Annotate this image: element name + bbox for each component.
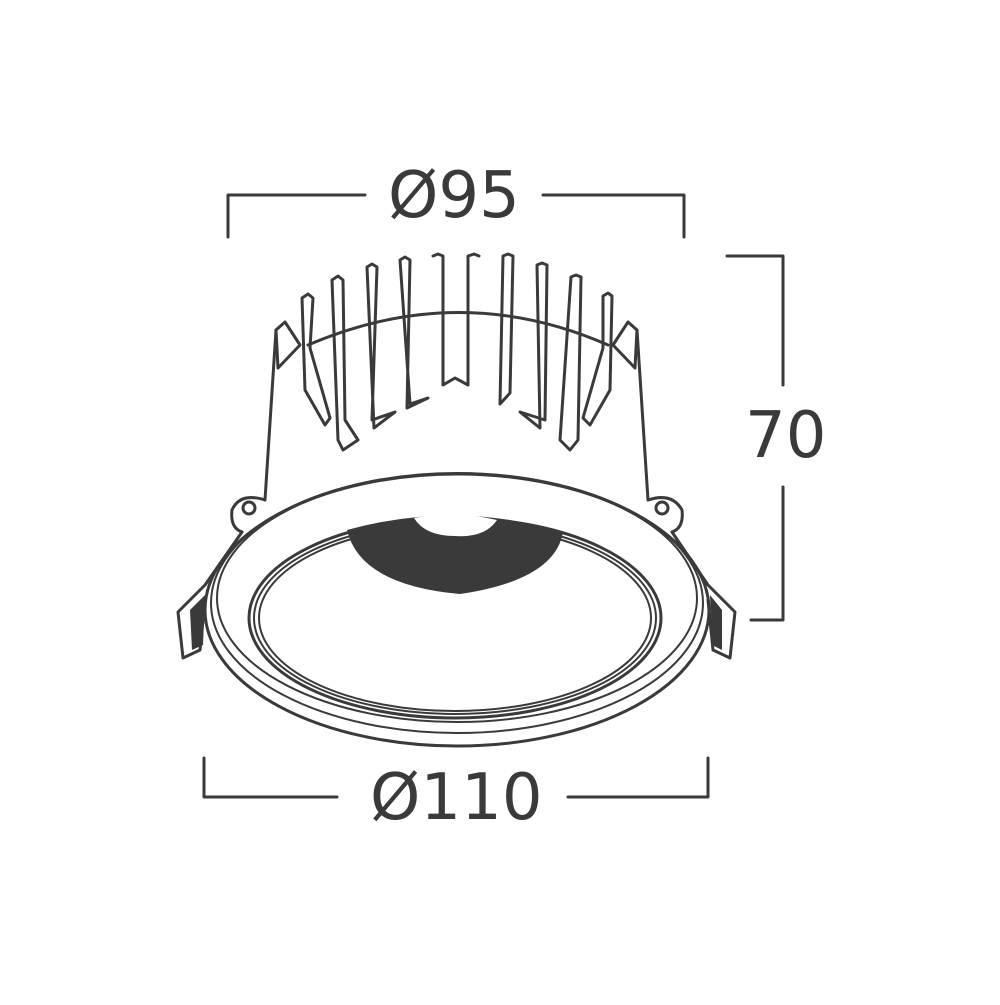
- light-source-cavity: [347, 514, 563, 594]
- outer-diameter-dimension-line: [202, 756, 710, 799]
- height-label: 70: [745, 399, 827, 473]
- outer-diameter-label: Ø110: [370, 761, 543, 835]
- spring-clip-shading: [190, 595, 722, 650]
- heatsink-fins: [274, 252, 639, 452]
- height-dimension-line: [725, 254, 785, 622]
- cutout-dimension-line: [226, 193, 686, 239]
- heatsink-body: [263, 311, 650, 502]
- outer-bezel: [203, 472, 711, 748]
- cutout-diameter-label: Ø95: [388, 159, 520, 233]
- mounting-ears: [230, 496, 684, 534]
